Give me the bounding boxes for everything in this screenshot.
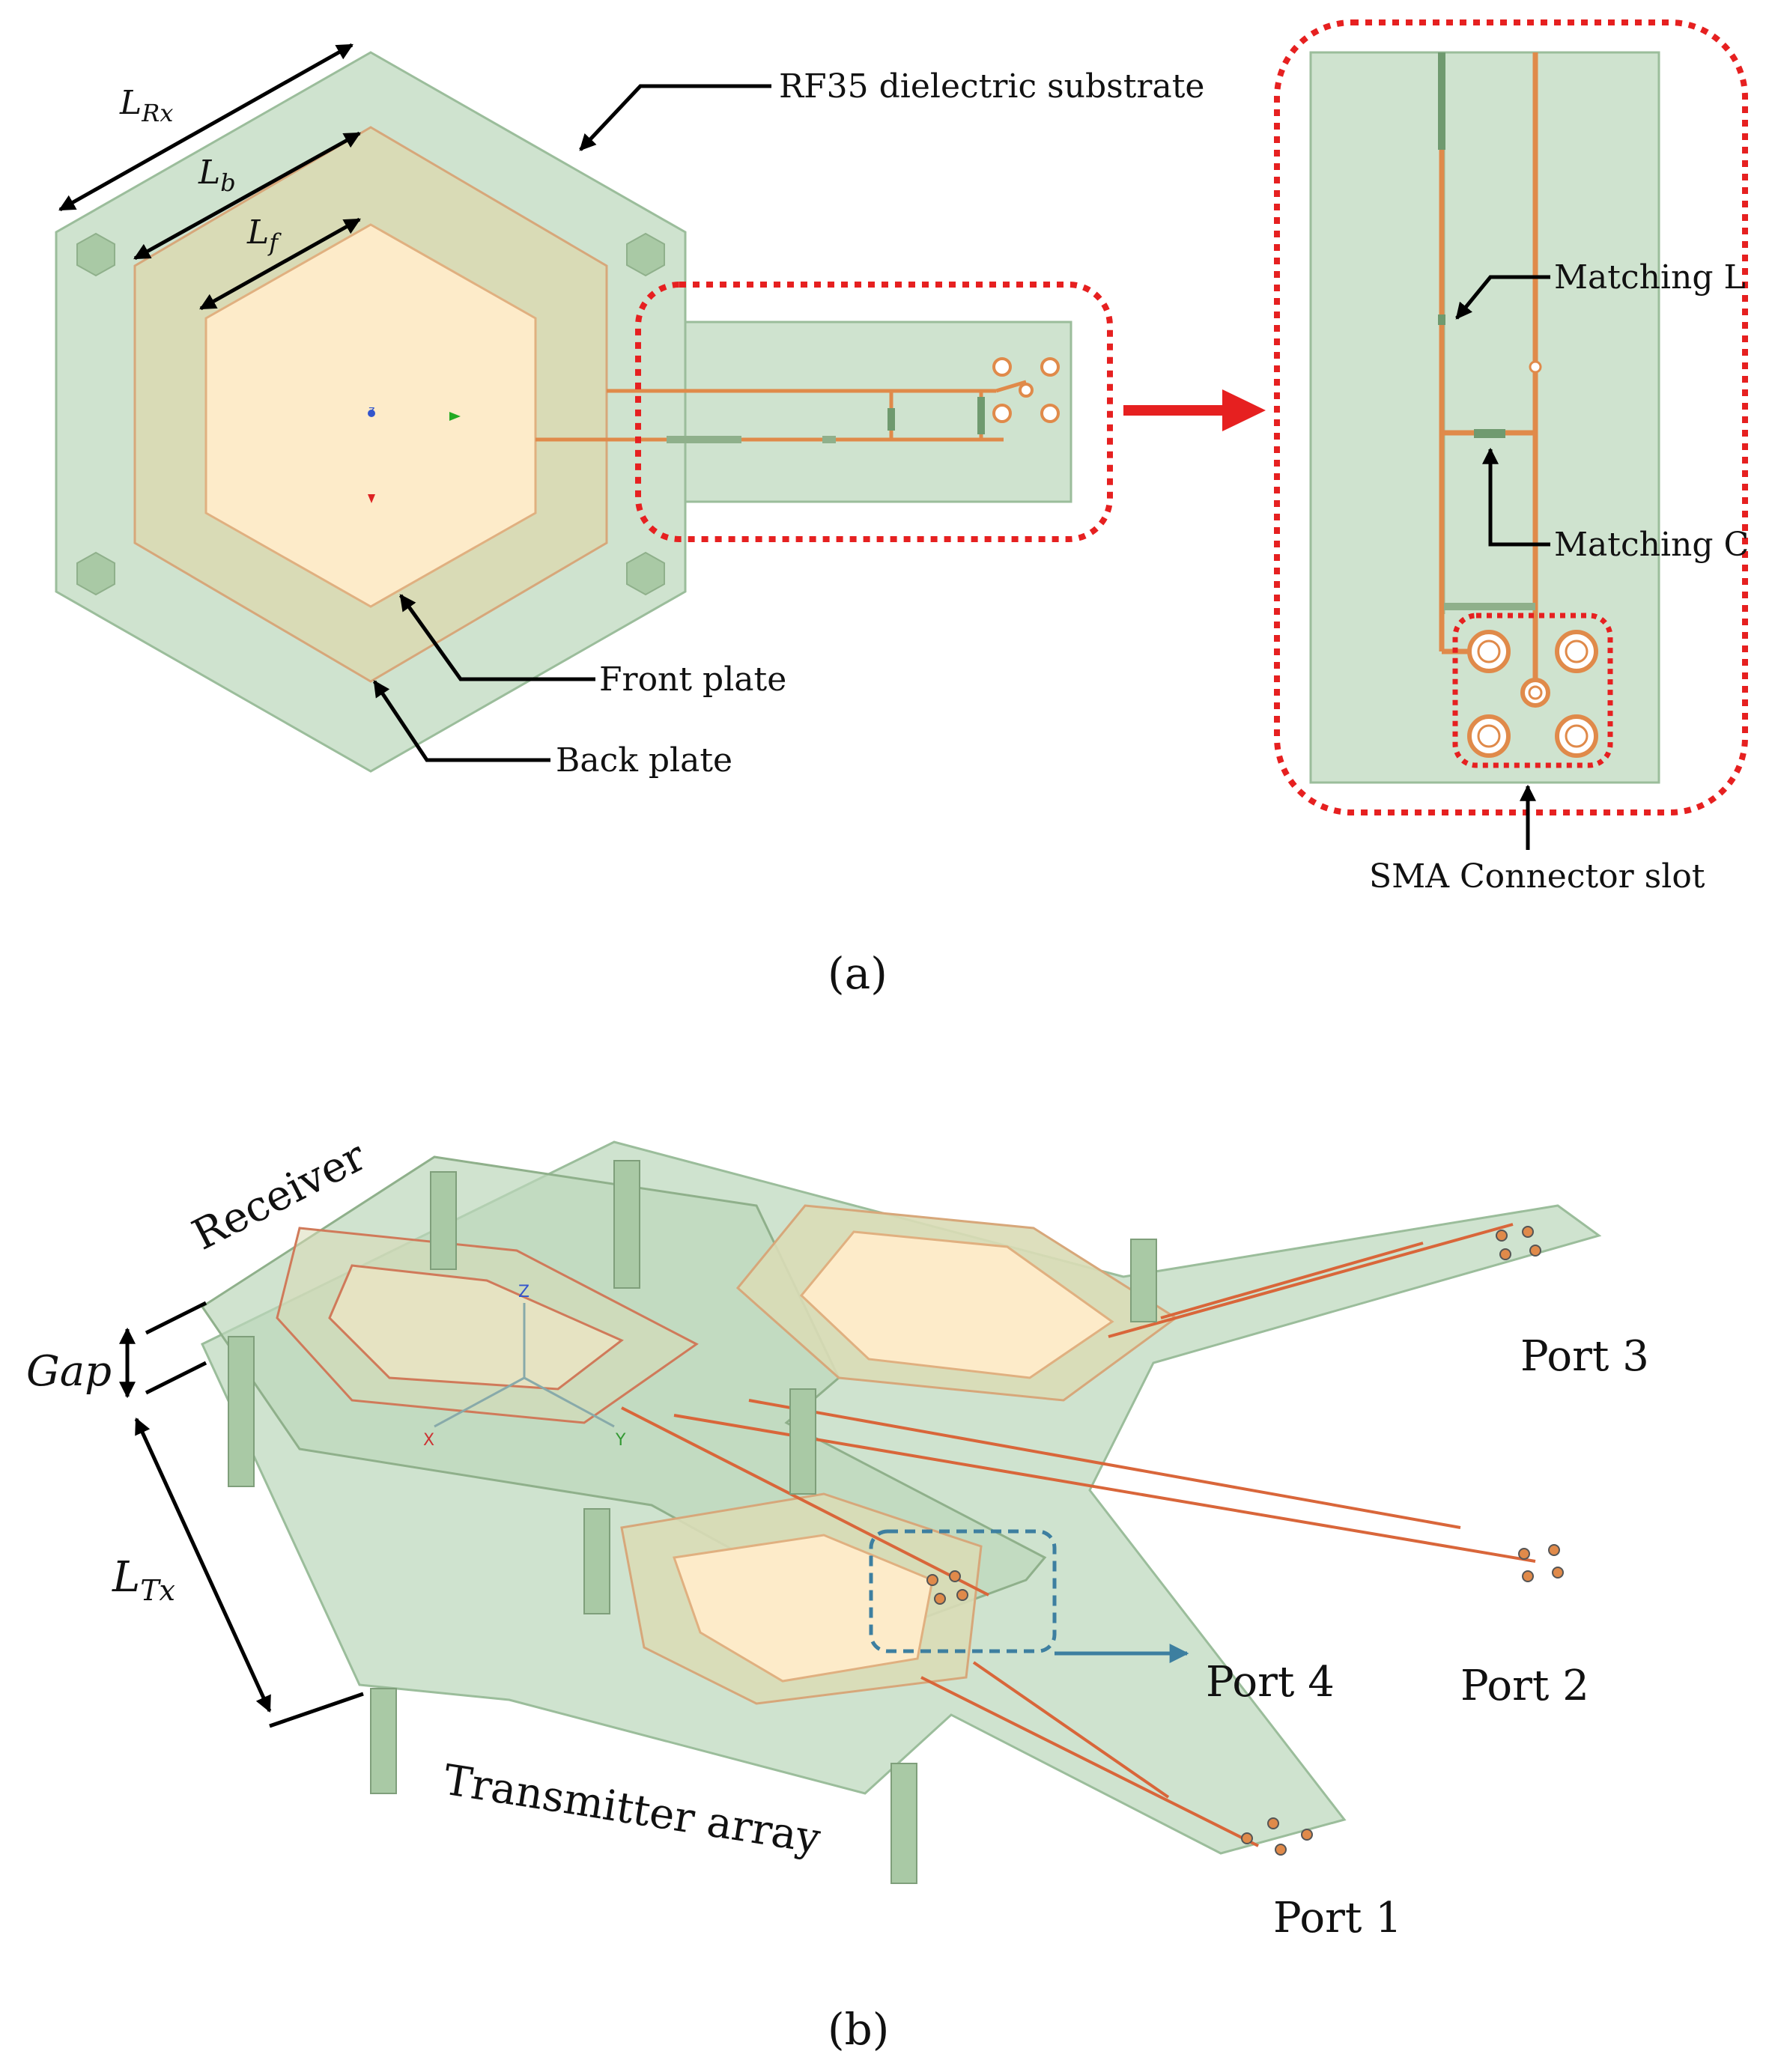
post-hex-bl [76, 551, 115, 596]
trace-segment [887, 408, 895, 431]
dim-l-b: Lb [198, 154, 236, 197]
dim-gap: Gap [26, 1347, 112, 1396]
trace-segment [822, 436, 836, 443]
zoom-matching-c [1474, 429, 1505, 438]
dimension-lines-b [119, 1301, 364, 1728]
axis-origin [368, 410, 375, 417]
port4-box [869, 1529, 1057, 1653]
axis-x-b: X [423, 1431, 434, 1450]
label-matching-l: Matching L [1554, 258, 1746, 297]
panel-a: z [55, 19, 1749, 999]
zoom-trace-dark [1444, 603, 1535, 610]
label-front-plate: Front plate [599, 660, 786, 699]
caption-b: (b) [828, 2004, 889, 2055]
highlight-box-a [635, 282, 1113, 542]
zoom-sma-pad-rings [1477, 639, 1589, 748]
label-matching-c: Matching C [1554, 526, 1749, 564]
zoom-stub-pad [1529, 360, 1542, 374]
zoom-sma-pads [1467, 630, 1598, 758]
dim-l-rx: LRx [119, 84, 173, 127]
zoom-trace-dark [1438, 52, 1445, 150]
axis-y-b: Y [615, 1431, 626, 1450]
post-hex-tl [76, 232, 115, 277]
dim-l-f: Lf [246, 213, 282, 257]
zoom-trace-dark [1438, 315, 1445, 325]
posts [228, 1160, 1157, 1884]
port-pads [926, 1226, 1564, 1856]
feed-traces-b [621, 1223, 1536, 1847]
label-port1: Port 1 [1273, 1894, 1402, 1942]
label-sma-slot: SMA Connector slot [1369, 857, 1705, 896]
axis-y-marker [449, 412, 461, 421]
post-hex-br [626, 551, 665, 596]
zoom-inset-substrate [1309, 51, 1660, 784]
panel-b: Z X Y Receiver Transmitter array Port 1 … [26, 1131, 1649, 2055]
dim-l-tx: LTx [112, 1553, 175, 1607]
label-port4: Port 4 [1206, 1658, 1335, 1707]
rx-front-plate [328, 1264, 624, 1391]
sma-slot-box [1452, 613, 1613, 768]
post-hex-tr [626, 232, 665, 277]
label-transmitter-array: Transmitter array [440, 1756, 824, 1864]
axes-b [434, 1303, 615, 1428]
label-port3: Port 3 [1520, 1332, 1649, 1381]
trace-segment [667, 436, 741, 443]
zoom-arrow-head [1222, 389, 1266, 431]
annotation-arrows-a [58, 43, 1550, 850]
caption-a: (a) [828, 948, 887, 999]
label-substrate: RF35 dielectric substrate [779, 67, 1204, 106]
axis-z-b: Z [518, 1283, 530, 1301]
axis-x-marker [368, 494, 375, 503]
zoom-inset-box [1274, 19, 1748, 815]
sma-pads-small [992, 357, 1060, 423]
label-back-plate: Back plate [556, 741, 732, 780]
tx-front-plate-2 [672, 1534, 934, 1683]
label-port2: Port 2 [1460, 1662, 1589, 1710]
trace-segment [977, 397, 985, 434]
tx-front-plate-1 [799, 1230, 1114, 1379]
